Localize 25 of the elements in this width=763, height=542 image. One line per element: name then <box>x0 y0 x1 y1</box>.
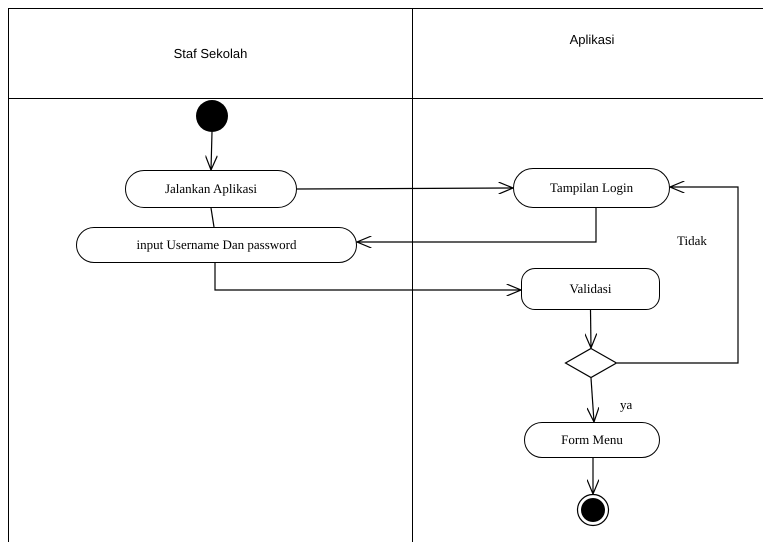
arrow <box>617 180 739 364</box>
action-label: Tampilan Login <box>550 180 634 196</box>
action-label: Jalankan Aplikasi <box>164 181 258 197</box>
decision-diamond <box>565 348 617 378</box>
arrow <box>204 132 218 171</box>
action-node <box>513 168 670 208</box>
arrow <box>214 263 522 297</box>
action-node <box>76 227 357 263</box>
arrow <box>586 378 600 423</box>
end-node <box>577 494 609 526</box>
action-label: Form Menu <box>561 432 623 448</box>
swimlane <box>8 8 413 542</box>
action-node <box>521 268 660 310</box>
arrow <box>586 458 600 495</box>
start-node <box>196 100 228 132</box>
action-node <box>125 170 297 208</box>
action-label: input Username Dan password <box>136 237 296 253</box>
action-node <box>524 422 660 458</box>
edge-label: Tidak <box>677 234 707 247</box>
arrow <box>356 208 597 249</box>
arrow <box>584 310 598 349</box>
lane-title: Staf Sekolah <box>174 46 248 61</box>
lane-title: Aplikasi <box>570 32 614 47</box>
action-label: Validasi <box>570 281 612 297</box>
arrow <box>297 181 514 195</box>
